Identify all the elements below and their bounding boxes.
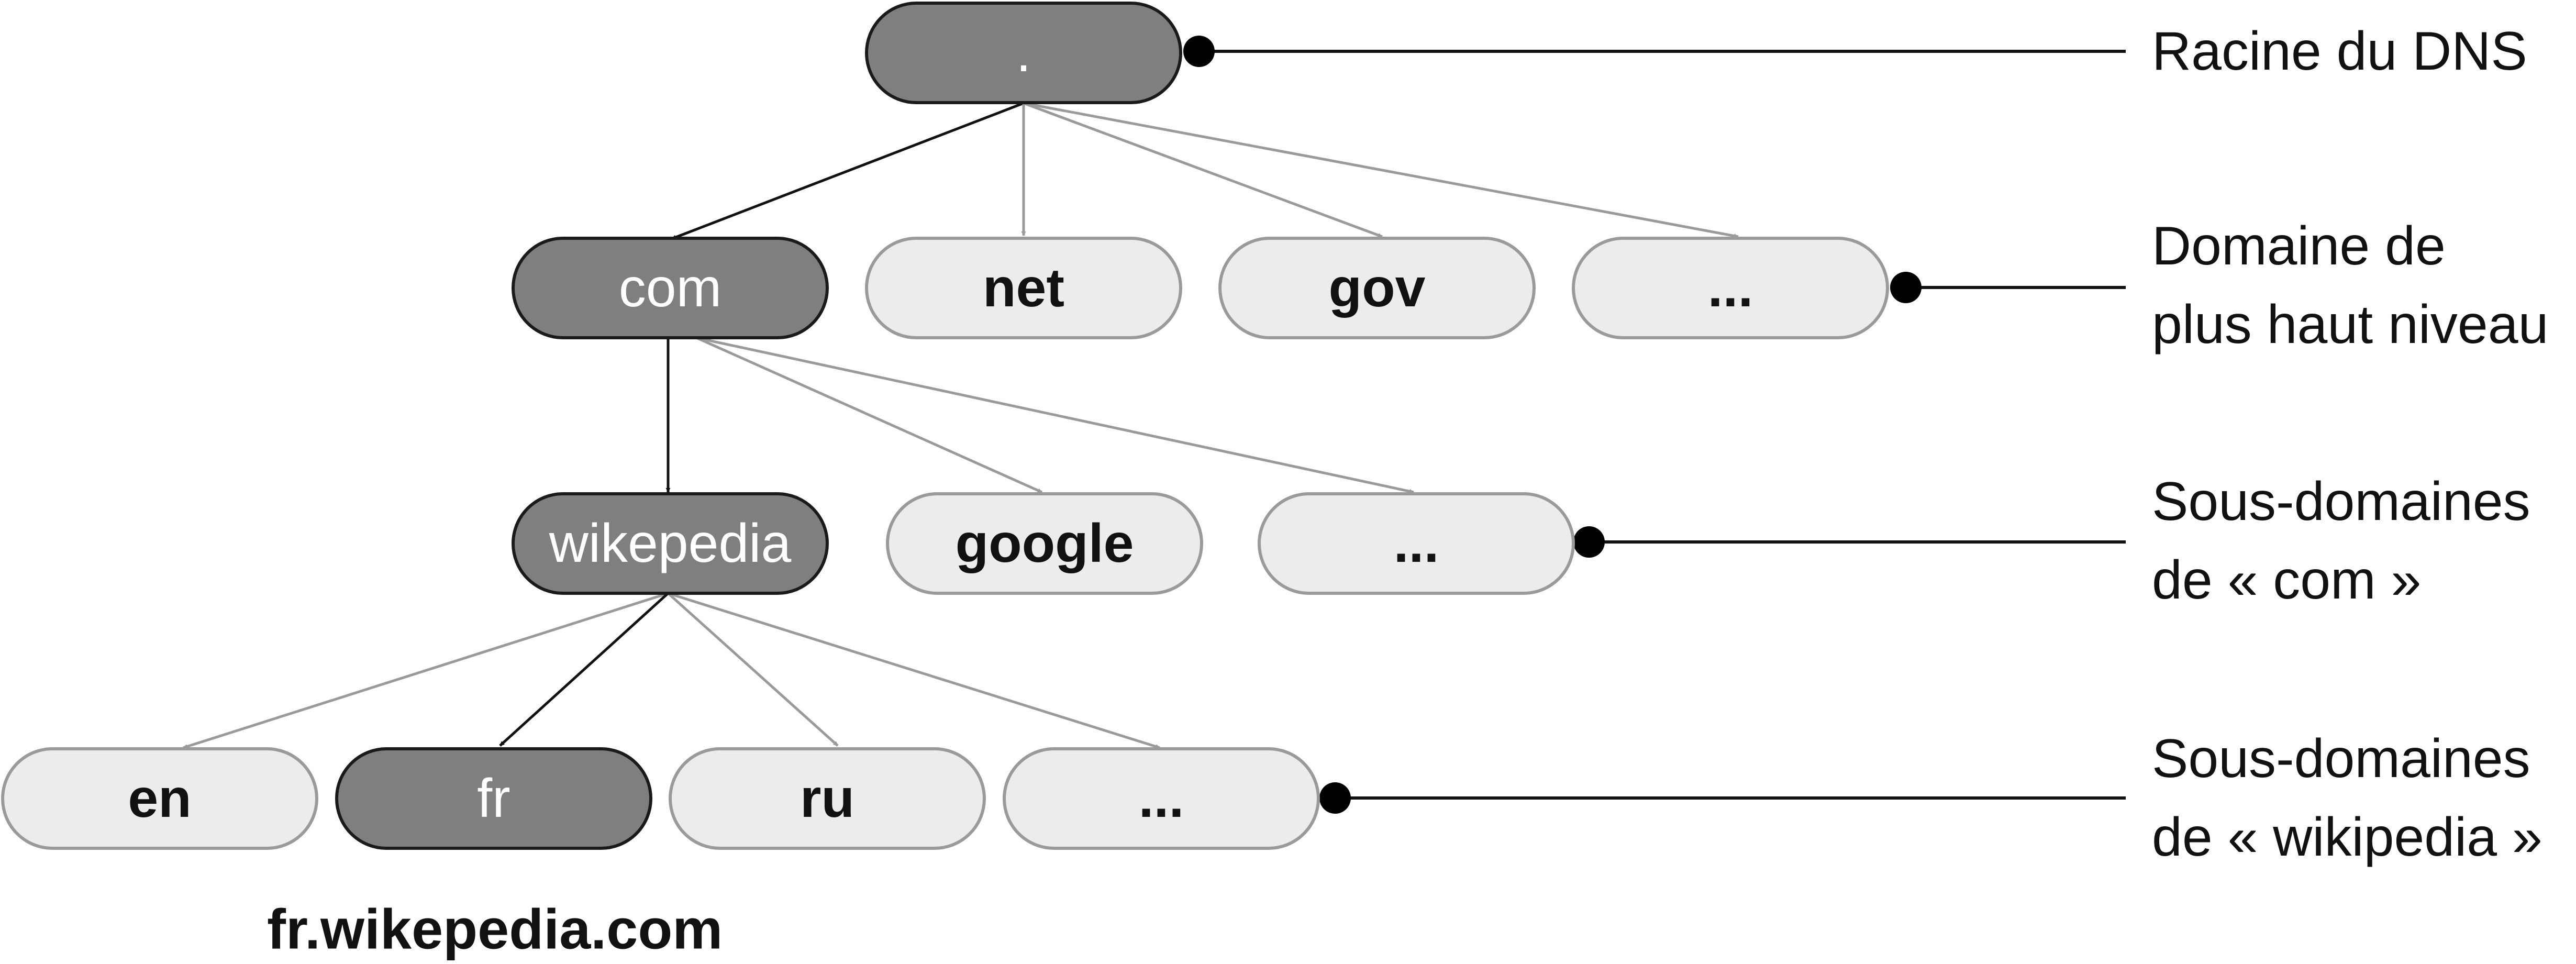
level-label-com-sub: Sous-domaines de « com » — [2152, 471, 2546, 611]
level-label-wiki-sub-line-2: de « wikipedia » — [2152, 807, 2542, 868]
node-google: google — [886, 492, 1203, 595]
node-tld-more-label: ... — [1708, 258, 1753, 318]
nodes-group: . com net gov ... wikepedia google ... — [1, 2, 1889, 850]
level-annotations: Racine du DNS Domaine de plus haut nivea… — [1183, 21, 2548, 868]
node-tld-more: ... — [1572, 237, 1889, 339]
node-net-label: net — [983, 258, 1064, 318]
node-ru: ru — [669, 747, 986, 850]
node-com-more: ... — [1258, 492, 1575, 595]
node-gov-label: gov — [1329, 258, 1426, 318]
level-label-com-sub-line-1: Sous-domaines — [2152, 471, 2530, 532]
edge-root-to-com — [671, 102, 1024, 240]
node-gov: gov — [1218, 237, 1536, 339]
level-label-tld-line-2: plus haut niveau — [2152, 294, 2548, 355]
level-dot-root — [1183, 36, 1215, 67]
level-label-com-sub-line-2: de « com » — [2152, 550, 2422, 611]
level-label-wiki-sub-line-1: Sous-domaines — [2152, 728, 2530, 789]
node-wikepedia: wikepedia — [512, 492, 829, 595]
node-com-label: com — [619, 258, 721, 318]
edge-wikepedia-to-en — [183, 592, 669, 749]
node-com: com — [512, 237, 829, 339]
node-en-label: en — [128, 768, 191, 829]
node-root-label: . — [1016, 23, 1031, 83]
level-dot-com-sub — [1573, 526, 1605, 558]
node-ru-label: ru — [800, 768, 854, 829]
node-wikepedia-label: wikepedia — [549, 513, 792, 574]
edge-com-to-com-more — [696, 336, 1414, 494]
level-dot-wiki-sub — [1319, 782, 1351, 814]
edge-wikepedia-to-ru — [667, 592, 839, 747]
node-wiki-more-label: ... — [1139, 768, 1184, 829]
edge-root-to-gov — [1023, 102, 1383, 238]
node-fr: fr — [335, 747, 652, 850]
edge-root-to-tld-more — [1023, 102, 1739, 238]
node-wiki-more: ... — [1003, 747, 1320, 850]
level-label-root-line-1: Racine du DNS — [2152, 21, 2527, 82]
node-google-label: google — [956, 513, 1134, 574]
node-net: net — [865, 237, 1182, 339]
edges-group — [183, 102, 1739, 749]
node-com-more-label: ... — [1394, 513, 1439, 574]
fqdn-caption: fr.wikepedia.com — [267, 897, 723, 961]
level-label-wiki-sub: Sous-domaines de « wikipedia » — [2152, 728, 2546, 868]
edge-wikepedia-to-fr — [499, 592, 669, 747]
level-label-tld-line-1: Domaine de — [2152, 216, 2446, 276]
level-label-tld: Domaine de plus haut niveau — [2152, 216, 2548, 355]
node-root: . — [865, 2, 1182, 104]
edge-com-to-google — [695, 336, 1043, 494]
edge-wikepedia-to-wiki-more — [668, 592, 1160, 749]
level-dot-tld — [1890, 272, 1922, 303]
level-label-root: Racine du DNS — [2152, 21, 2527, 82]
node-en: en — [1, 747, 318, 850]
node-fr-label: fr — [477, 768, 510, 829]
